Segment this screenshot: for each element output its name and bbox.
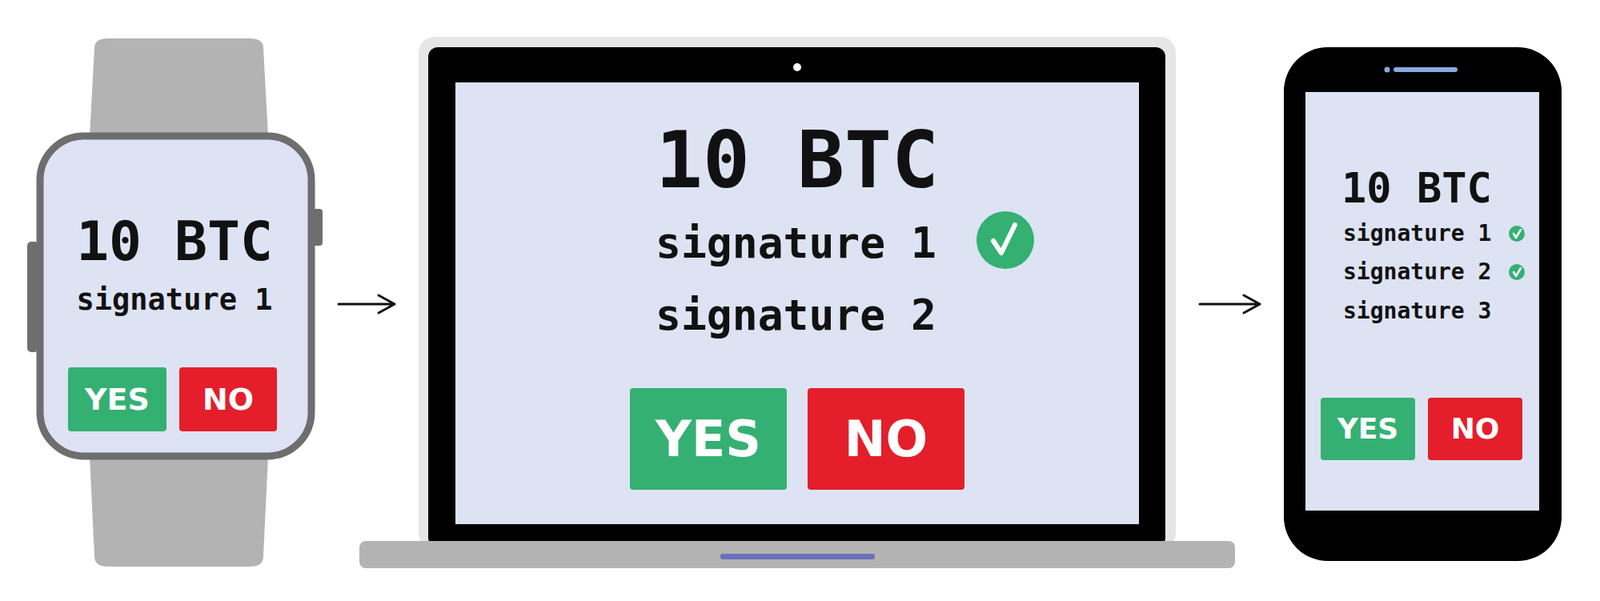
check-icon — [976, 211, 1035, 269]
check-icon — [1508, 264, 1525, 281]
laptop-bezel — [418, 36, 1176, 550]
phone-speaker — [1393, 67, 1458, 73]
laptop-frame — [428, 47, 1166, 548]
phone-body — [1283, 47, 1562, 562]
yes-button: YES — [629, 388, 787, 490]
button-label: NO — [202, 384, 254, 415]
signature-text: signature 1 — [655, 221, 937, 265]
check-mark — [993, 224, 1015, 253]
flow-arrow — [338, 295, 395, 313]
laptop-screen — [455, 82, 1139, 525]
signature-text: signature 2 — [1343, 260, 1492, 284]
phone-screen — [1305, 92, 1540, 511]
signature-text: signature 1 — [1343, 222, 1492, 245]
button-label: YES — [655, 414, 762, 465]
button-label: NO — [844, 414, 929, 465]
laptop-camera — [793, 63, 802, 72]
laptop-device: 10 BTC signature 1 signature 2 YES NO — [418, 36, 1176, 542]
no-button: NO — [179, 367, 277, 432]
watch-body — [40, 136, 312, 457]
signature-text: signature 3 — [1343, 300, 1492, 323]
yes-button: YES — [1320, 397, 1416, 461]
flow-arrow — [1199, 295, 1260, 313]
watch-band — [89, 456, 269, 567]
phone-device: 10 BTC signature 1 signature 2 signature 3 Y… — [1283, 47, 1562, 562]
amount-text: 10 BTC — [655, 120, 939, 200]
amount-text: 10 BTC — [1341, 167, 1492, 209]
button-label: NO — [1451, 414, 1500, 444]
watch-device: 10 BTC signature 1 YES NO — [36, 132, 315, 460]
button-label: YES — [84, 384, 150, 415]
watch-band — [89, 38, 269, 137]
laptop-base — [359, 541, 1236, 569]
button-label: YES — [1337, 414, 1400, 444]
yes-button: YES — [68, 367, 167, 432]
phone-camera — [1384, 67, 1391, 73]
check-icon — [1508, 225, 1525, 242]
signature-text: signature 1 — [76, 284, 273, 315]
check-mark — [1513, 229, 1521, 238]
signature-text: signature 2 — [655, 293, 937, 337]
no-button: NO — [1427, 397, 1523, 461]
check-mark — [1513, 268, 1521, 277]
no-button: NO — [807, 388, 965, 490]
laptop-notch — [720, 553, 875, 560]
amount-text: 10 BTC — [76, 214, 273, 269]
